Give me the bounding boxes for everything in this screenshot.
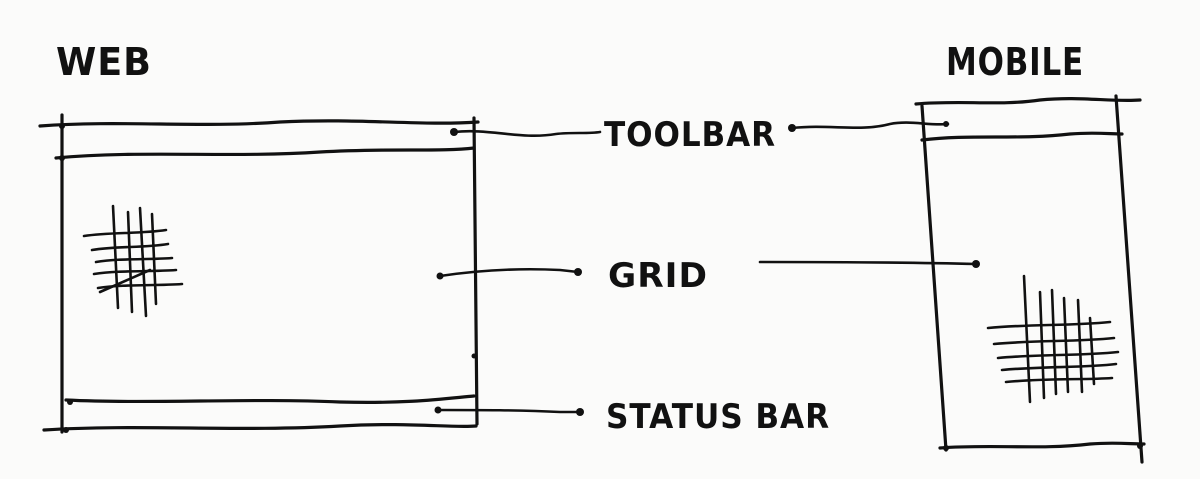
mobile-grid-icon [986,274,1120,404]
grid-connectors [436,260,980,280]
mobile-toolbar-top-line [914,96,1142,106]
web-statusbar-top-line [64,394,476,404]
web-grid-icon [82,204,184,318]
web-frame-bottom-line [42,422,478,432]
web-toolbar-connector [452,129,602,137]
mobile-title: MOBILE [946,40,1084,84]
toolbar-connectors [450,121,950,137]
mobile-frame [914,94,1146,464]
web-toolbar-bottom-line [54,146,476,160]
mobile-toolbar-connector [790,121,950,130]
mobile-frame-right-edge [1114,94,1144,464]
toolbar-label: TOOLBAR [604,115,776,155]
web-frame [38,113,480,434]
web-toolbar-top-line [38,119,480,128]
mobile-frame-left-edge [920,104,948,452]
web-statusbar-connector [436,408,582,414]
statusbar-connectors [434,406,584,416]
web-title: WEB [56,40,152,84]
status-bar-label: STATUS BAR [606,397,830,437]
web-grid-connector [438,267,580,278]
mobile-grid-connector [758,260,978,266]
grid-label: GRID [608,256,708,296]
mobile-frame-bottom-line [938,441,1146,450]
mobile-toolbar-bottom-line [920,131,1124,142]
